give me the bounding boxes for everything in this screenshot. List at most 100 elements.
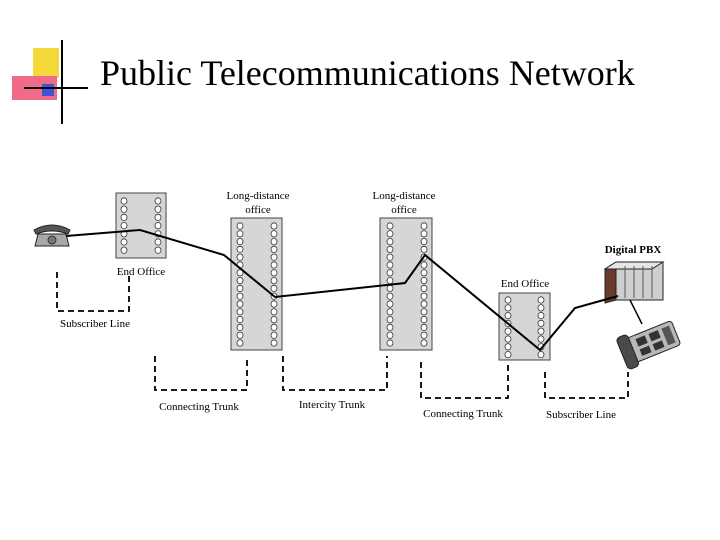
slide-logo (12, 40, 88, 124)
switch-hole (236, 292, 244, 300)
switch-hole (504, 311, 512, 320)
switch-hole (504, 296, 512, 304)
switch-hole (386, 245, 394, 253)
subscriber-line-right-label: Subscriber Line (546, 409, 616, 421)
switch-hole (504, 343, 512, 351)
switch-hole (537, 319, 545, 328)
switch-hole (504, 327, 512, 335)
switch-hole (386, 308, 394, 316)
switch-hole (270, 308, 278, 316)
switch-hole (270, 269, 278, 277)
call-path-line (65, 228, 619, 352)
subscriber-line-left-label: Subscriber Line (60, 318, 130, 330)
switch-hole (120, 205, 128, 213)
switch-hole (504, 350, 512, 359)
switch-hole (420, 300, 428, 308)
switch-hole (537, 327, 545, 335)
switch-hole (236, 238, 244, 246)
switch-hole (236, 276, 244, 285)
switch-hole (270, 331, 278, 339)
end-office-right-label: End Office (501, 278, 549, 290)
switch-hole (420, 238, 428, 246)
pbx-to-phone-line (629, 299, 643, 325)
switch-hole (236, 245, 244, 253)
switch-hole (420, 331, 428, 339)
intercity-trunk-label: Intercity Trunk (299, 399, 366, 411)
switch-hole (270, 284, 278, 293)
subscriber-line-right-bracket (544, 372, 629, 399)
switch-hole (236, 230, 244, 238)
switch-hole (504, 335, 512, 343)
switch-hole (386, 253, 394, 261)
switch-hole (420, 269, 428, 277)
switch-hole (270, 261, 278, 269)
switch-hole (154, 246, 162, 254)
switch-hole (154, 222, 162, 230)
switch-hole (386, 292, 394, 300)
switch-hole (386, 222, 394, 230)
switch-hole (270, 300, 278, 308)
switch-hole (386, 269, 394, 277)
end-office-left-label: End Office (117, 266, 165, 278)
switch-hole (120, 222, 128, 230)
switch-hole (236, 323, 244, 332)
telephone-icon (33, 224, 71, 247)
switch-hole (236, 284, 244, 293)
switch-hole (386, 238, 394, 246)
switch-hole (270, 276, 278, 285)
switch-hole (386, 284, 394, 293)
switch-hole (270, 253, 278, 261)
switch-hole (420, 230, 428, 238)
digital-pbx-label: Digital PBX (605, 244, 662, 256)
connecting-trunk-right-label: Connecting Trunk (423, 408, 503, 420)
switch-hole (154, 238, 162, 246)
connecting-trunk-left-label: Connecting Trunk (159, 401, 239, 413)
switch-hole (270, 339, 278, 347)
switch-hole (120, 238, 128, 246)
switch-hole (420, 276, 428, 285)
switch-hole (386, 339, 394, 347)
switch-hole (420, 323, 428, 332)
switch-hole (386, 315, 394, 324)
subscriber-line-left-bracket (56, 272, 130, 312)
switch-hole (386, 261, 394, 269)
switch-hole (236, 308, 244, 316)
switch-hole (386, 331, 394, 339)
switch-hole (270, 238, 278, 246)
switch-hole (420, 222, 428, 230)
switch-hole (537, 335, 545, 343)
office-phone-icon (616, 320, 681, 370)
switch-hole (420, 292, 428, 300)
digital-pbx-icon (603, 261, 665, 304)
switch-hole (270, 222, 278, 230)
end-office-left-switch (115, 192, 167, 259)
switch-hole (154, 205, 162, 213)
switch-hole (537, 296, 545, 304)
switch-hole (236, 331, 244, 339)
switch-hole (270, 323, 278, 332)
switch-hole (120, 246, 128, 254)
switch-hole (270, 245, 278, 253)
switch-hole (270, 315, 278, 324)
switch-hole (386, 300, 394, 308)
switch-hole (236, 339, 244, 347)
long-distance-office-1-label-line2: office (245, 204, 271, 216)
switch-hole (236, 253, 244, 261)
switch-hole (420, 261, 428, 269)
switch-hole (236, 222, 244, 230)
switch-hole (537, 311, 545, 320)
long-distance-office-2-label-line2: office (391, 204, 417, 216)
switch-hole (504, 304, 512, 312)
long-distance-office-1-switch (230, 217, 283, 351)
switch-hole (270, 230, 278, 238)
switch-hole (420, 308, 428, 316)
switch-hole (120, 213, 128, 221)
switch-hole (386, 230, 394, 238)
switch-hole (236, 300, 244, 308)
switch-hole (420, 315, 428, 324)
switch-hole (537, 350, 545, 359)
intercity-trunk-bracket (282, 356, 388, 391)
switch-hole (420, 245, 428, 253)
end-office-right-switch (498, 292, 551, 361)
